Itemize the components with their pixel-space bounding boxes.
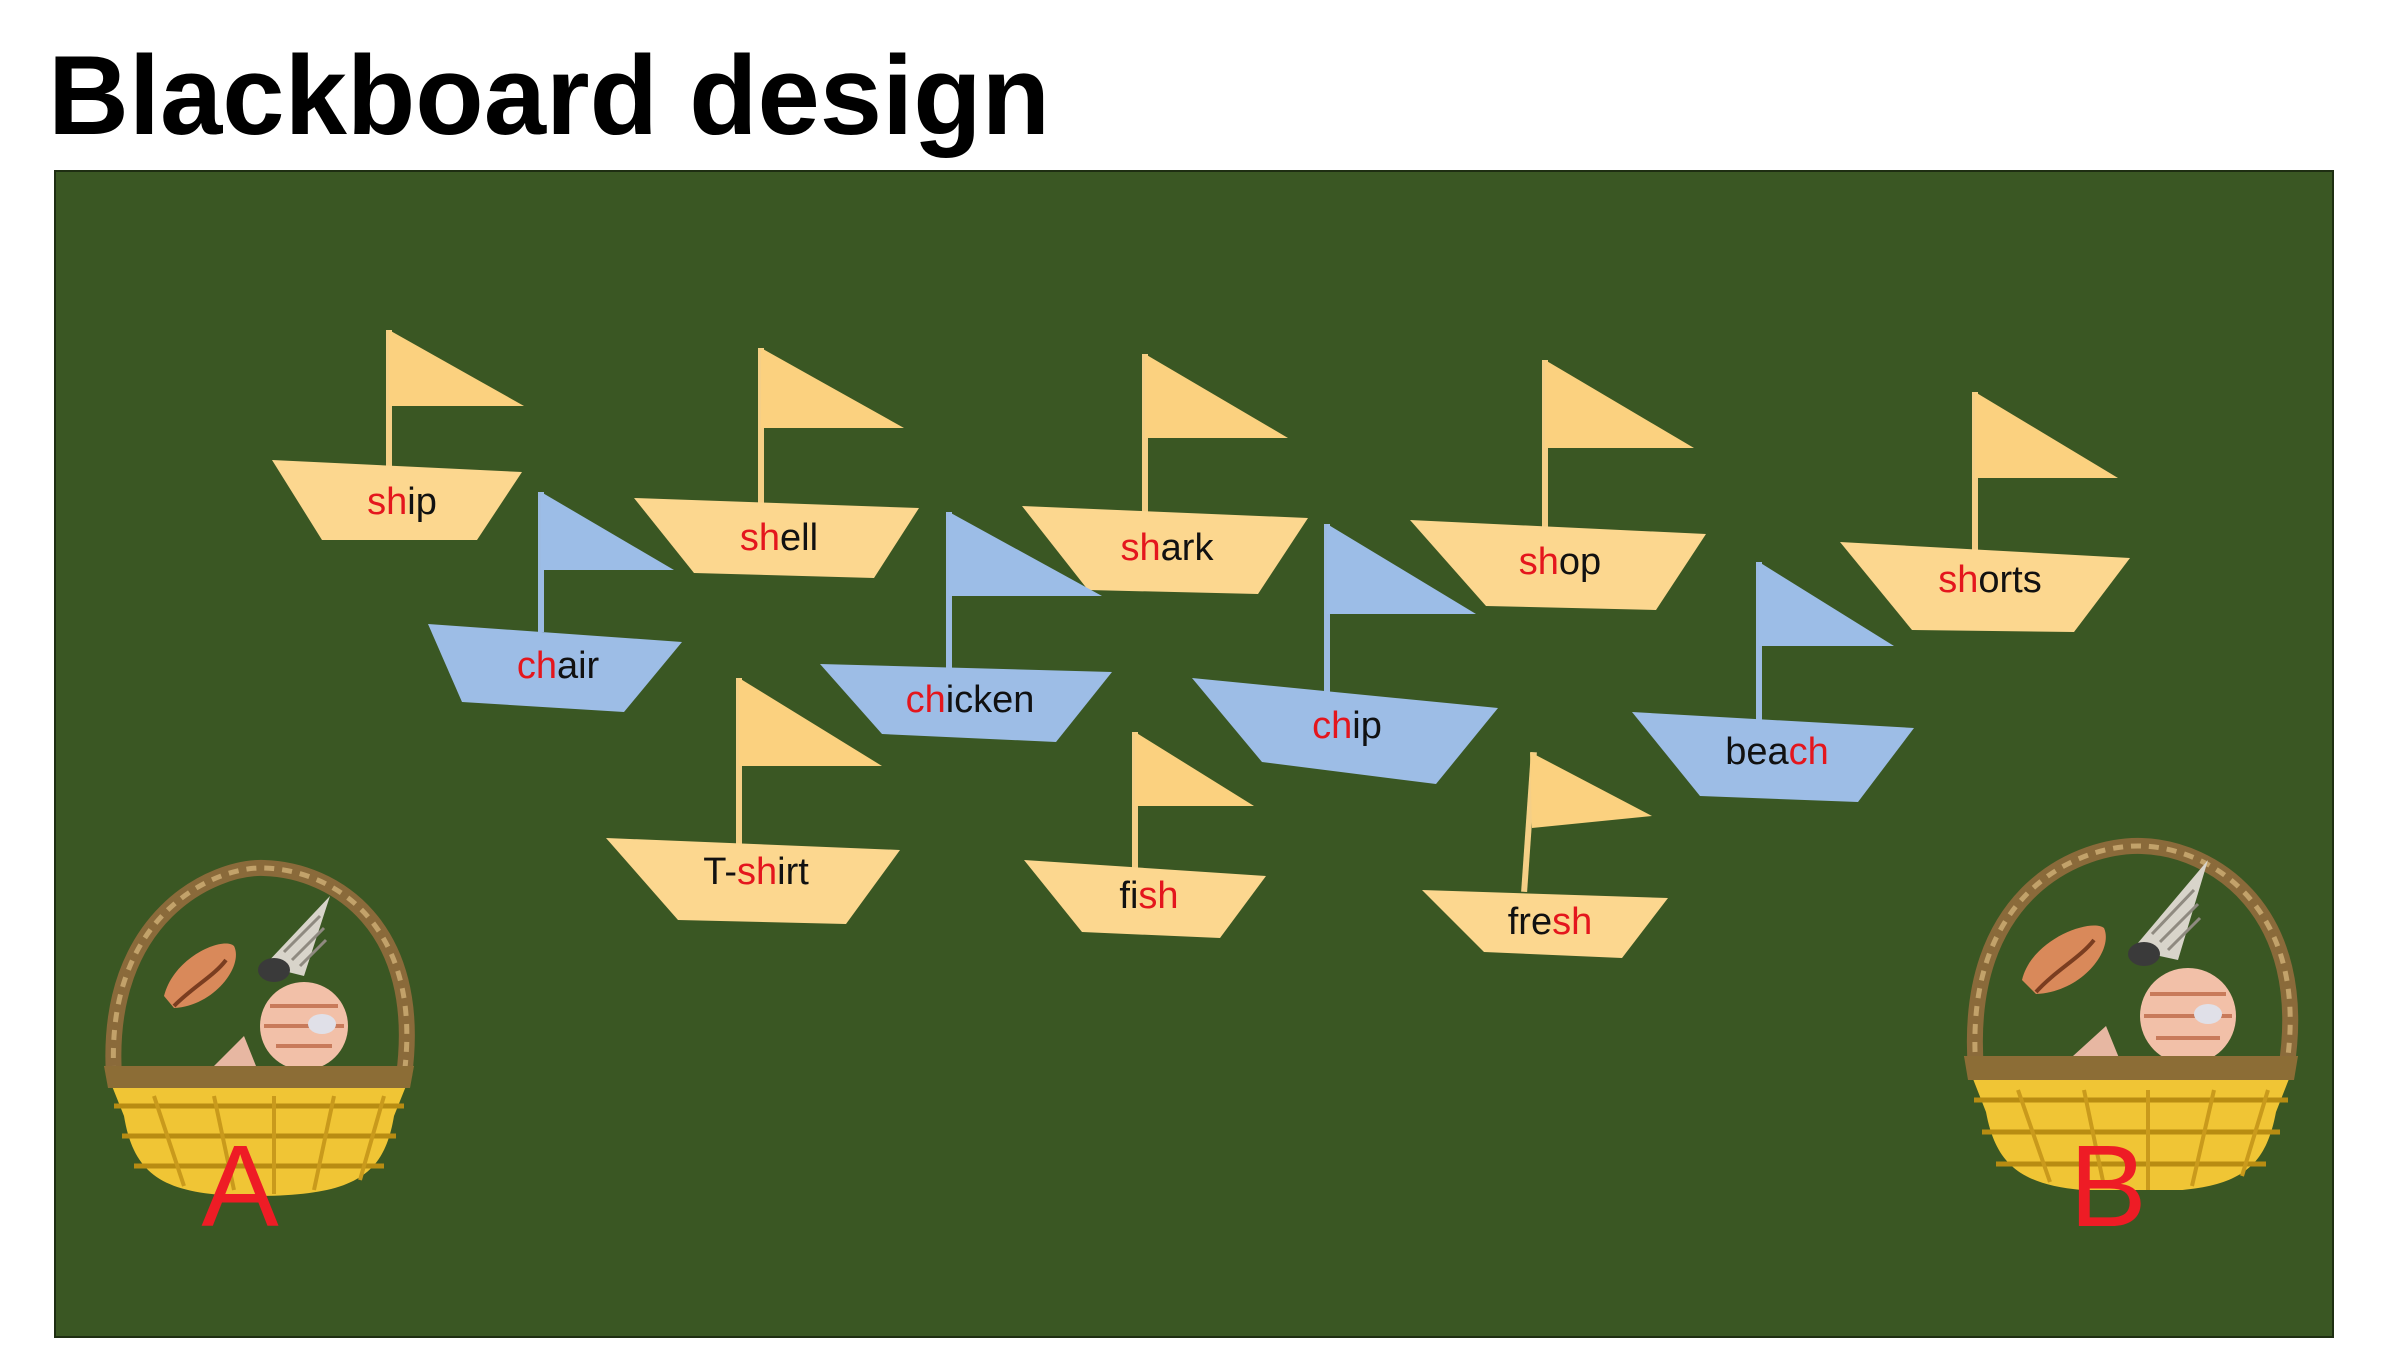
boat-chip-shape [1192,524,1498,784]
boat-ship-shape [272,330,524,540]
basket-a[interactable]: A [94,856,424,1256]
conch-shell-icon [2022,925,2106,994]
basket-b-image [1964,837,2299,1192]
boat-shop-word: shop [1518,541,1602,583]
boat-shell[interactable]: shell [634,348,924,578]
scallop-shell-icon [2140,968,2236,1064]
boat-shorts[interactable]: shorts [1840,392,2140,632]
boat-ship-word: ship [367,481,437,523]
boat-beach[interactable]: beach [1632,562,1922,802]
boat-fresh[interactable]: fresh [1422,751,1678,958]
spiral-shell-icon [258,896,330,982]
basket-a-image [104,859,415,1196]
basket-a-label: A [201,1121,279,1251]
boat-ship[interactable]: ship [272,330,532,540]
boat-beach-word: beach [1725,731,1829,773]
boat-chicken-word: chicken [905,679,1035,721]
boat-shark-word: shark [1120,527,1214,569]
boat-shorts-shape [1840,392,2130,632]
conch-shell-icon [164,943,236,1008]
basket-b-label: B [2069,1121,2147,1251]
boat-shark-shape [1022,354,1308,594]
boat-shell-word: shell [739,517,819,559]
scallop-shell-icon [260,982,348,1070]
boat-chair[interactable]: chair [428,492,688,712]
basket-b[interactable]: B [1952,830,2312,1250]
boat-t-shirt-word: T-shirt [703,851,809,893]
boat-chair-shape [428,492,682,712]
boat-fresh-word: fresh [1507,901,1593,943]
boat-chicken-shape [820,512,1112,742]
blackboard: ship shell shark shop shorts [54,170,2334,1338]
boat-chicken[interactable]: chicken [820,512,1120,742]
boat-shop-shape [1410,360,1706,610]
boat-chip-word: chip [1312,705,1382,747]
boat-fish[interactable]: fish [1024,732,1274,938]
spiral-shell-icon [2128,860,2208,966]
boat-shop[interactable]: shop [1410,360,1710,610]
boat-chip[interactable]: chip [1192,524,1502,784]
boat-shell-shape [634,348,919,578]
boat-chair-word: chair [516,645,600,687]
boat-fresh-shape [1422,751,1668,958]
boat-t-shirt-shape [606,678,900,924]
boat-shorts-word: shorts [1938,559,2042,601]
boat-fish-word: fish [1119,875,1179,917]
slide-title: Blackboard design [48,33,1051,158]
boat-beach-shape [1632,562,1914,802]
boat-shark[interactable]: shark [1022,354,1312,594]
boat-fish-shape [1024,732,1266,938]
boat-t-shirt[interactable]: T-shirt [606,678,906,924]
